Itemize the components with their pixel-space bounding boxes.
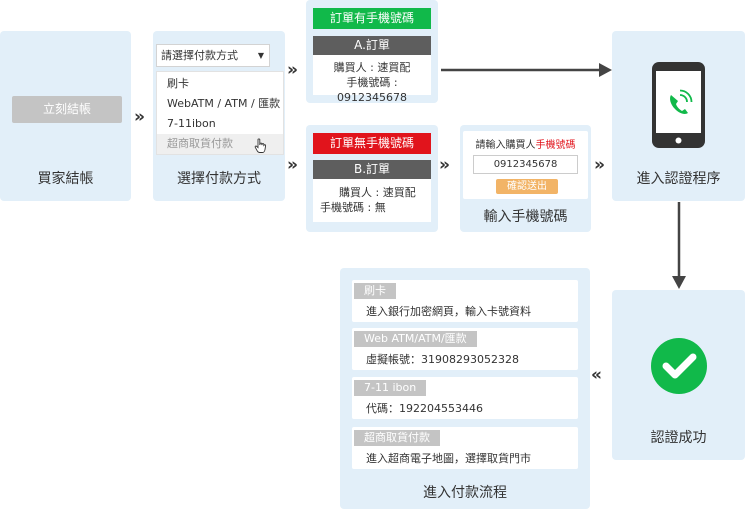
phone-input-caption: 輸入手機號碼 <box>483 209 568 225</box>
payment-flow-panel: 刷卡 進入銀行加密網頁，輸入卡號資料 Web ATM/ATM/匯款 虛擬帳號：3… <box>340 268 590 509</box>
order-b-body: 購買人 : 速買配 手機號碼 : 無 <box>313 179 431 222</box>
phone-input-field[interactable]: 0912345678 <box>473 155 578 174</box>
payment-tag: Web ATM/ATM/匯款 <box>354 331 477 347</box>
check-circle-icon <box>651 338 707 394</box>
phone-prompt: 請輸入購買人手機號碼 <box>463 136 588 151</box>
payment-card-cvs: 超商取貨付款 進入超商電子地圖，選擇取貨門市 <box>352 427 578 469</box>
dropdown-placeholder: 請選擇付款方式 <box>161 49 238 62</box>
payment-card-credit: 刷卡 進入銀行加密網頁，輸入卡號資料 <box>352 280 578 322</box>
success-panel: 認證成功 <box>612 290 745 460</box>
payment-options-list: 刷卡 WebATM / ATM / 匯款 7-11ibon 超商取貨付款 <box>156 71 284 155</box>
checkout-caption: 買家結帳 <box>37 171 94 187</box>
order-b-panel: 訂單無手機號碼 B.訂單 購買人 : 速買配 手機號碼 : 無 <box>306 125 438 232</box>
order-a-buyer: 購買人 : 速買配 <box>333 61 411 74</box>
confirm-button[interactable]: 確認送出 <box>496 179 558 194</box>
order-b-phone: 手機號碼 : 無 <box>320 201 386 214</box>
payment-desc: 進入銀行加密網頁，輸入卡號資料 <box>366 305 531 318</box>
payment-flow-caption: 進入付款流程 <box>423 485 507 501</box>
chevron-right-icon: ›› <box>439 155 450 175</box>
payment-select-caption: 選擇付款方式 <box>177 171 261 187</box>
caret-down-icon: ▼ <box>257 51 264 60</box>
phone-prompt-text: 請輸入購買人 <box>475 140 536 151</box>
option-credit-card[interactable]: 刷卡 <box>167 77 189 90</box>
checkout-panel: 立刻結帳 買家結帳 <box>0 31 131 201</box>
chevron-right-icon: ›› <box>594 155 605 175</box>
hand-cursor-icon <box>254 138 267 153</box>
chevron-right-icon: ›› <box>134 107 145 127</box>
chevron-right-icon: ›› <box>287 155 298 175</box>
order-b-title: B.訂單 <box>313 160 431 179</box>
payment-tag: 超商取貨付款 <box>354 430 440 446</box>
order-a-panel: 訂單有手機號碼 A.訂單 購買人 : 速買配 手機號碼 : 0912345678 <box>306 0 438 104</box>
phone-prompt-highlight: 手機號碼 <box>535 140 576 151</box>
payment-desc: 代碼：192204553446 <box>366 402 483 415</box>
order-b-buyer: 購買人 : 速買配 <box>339 186 416 199</box>
verify-caption: 進入認證程序 <box>636 171 721 187</box>
phone-call-icon <box>652 62 705 148</box>
arrowhead-down-icon <box>672 276 686 289</box>
order-b-header: 訂單無手機號碼 <box>313 133 431 154</box>
order-a-header: 訂單有手機號碼 <box>313 8 431 29</box>
payment-desc: 虛擬帳號：31908293052328 <box>366 353 519 366</box>
phone-input-form: 請輸入購買人手機號碼 0912345678 確認送出 <box>463 131 588 199</box>
order-a-body: 購買人 : 速買配 手機號碼 : 0912345678 <box>313 55 431 104</box>
payment-card-atm: Web ATM/ATM/匯款 虛擬帳號：31908293052328 <box>352 328 578 370</box>
option-ibon[interactable]: 7-11ibon <box>167 117 216 130</box>
verify-panel: 進入認證程序 <box>612 31 745 201</box>
order-a-title: A.訂單 <box>313 36 431 55</box>
phone-input-panel: 請輸入購買人手機號碼 0912345678 確認送出 輸入手機號碼 <box>460 125 591 232</box>
payment-select-panel: 請選擇付款方式 ▼ 刷卡 WebATM / ATM / 匯款 7-11ibon … <box>153 31 285 201</box>
success-caption: 認證成功 <box>650 430 707 446</box>
checkout-button[interactable]: 立刻結帳 <box>12 96 122 123</box>
option-atm[interactable]: WebATM / ATM / 匯款 <box>167 97 281 110</box>
payment-card-ibon: 7-11 ibon 代碼：192204553446 <box>352 377 578 419</box>
chevron-right-icon: ›› <box>287 60 298 80</box>
payment-dropdown[interactable]: 請選擇付款方式 ▼ <box>156 44 270 67</box>
chevron-left-icon: ‹‹ <box>591 365 602 385</box>
option-cvs-cod[interactable]: 超商取貨付款 <box>157 134 283 154</box>
payment-desc: 進入超商電子地圖，選擇取貨門市 <box>366 452 531 465</box>
arrowhead-right-icon <box>599 63 612 77</box>
order-a-phone: 手機號碼 : 0912345678 <box>337 76 407 104</box>
payment-tag: 刷卡 <box>354 283 396 299</box>
payment-tag: 7-11 ibon <box>354 380 427 396</box>
